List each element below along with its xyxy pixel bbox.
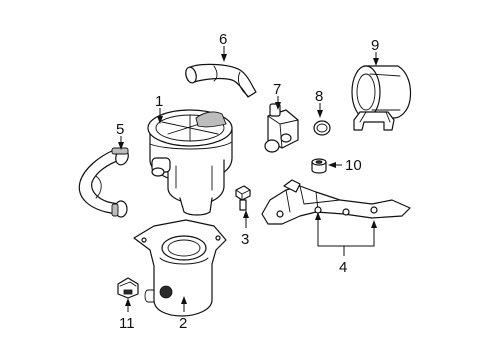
part-11-clip xyxy=(117,277,139,299)
callout-leaders xyxy=(118,46,379,312)
part-6-hose xyxy=(185,63,257,98)
callout-7: 7 xyxy=(273,81,281,98)
callout-labels: 1 6 7 8 9 5 10 3 4 2 11 xyxy=(116,31,379,332)
callout-3: 3 xyxy=(241,231,249,248)
callout-5: 5 xyxy=(116,121,124,138)
callout-1: 1 xyxy=(155,93,163,110)
part-3-grommet xyxy=(235,185,251,211)
part-1-air-pump xyxy=(147,109,233,216)
part-5-hose xyxy=(78,147,129,218)
part-8-o-ring xyxy=(313,120,331,136)
callout-6: 6 xyxy=(219,31,227,48)
callout-8: 8 xyxy=(315,88,323,105)
callout-10: 10 xyxy=(345,157,362,174)
part-10-mount xyxy=(311,158,327,174)
part-4-bracket xyxy=(261,179,411,225)
part-2-housing xyxy=(133,219,227,317)
callout-4: 4 xyxy=(339,259,347,276)
callout-11: 11 xyxy=(119,315,135,332)
part-9-filter-housing xyxy=(351,65,412,131)
part-7-valve xyxy=(264,103,299,153)
callout-2: 2 xyxy=(179,315,187,332)
callout-9: 9 xyxy=(371,37,379,54)
